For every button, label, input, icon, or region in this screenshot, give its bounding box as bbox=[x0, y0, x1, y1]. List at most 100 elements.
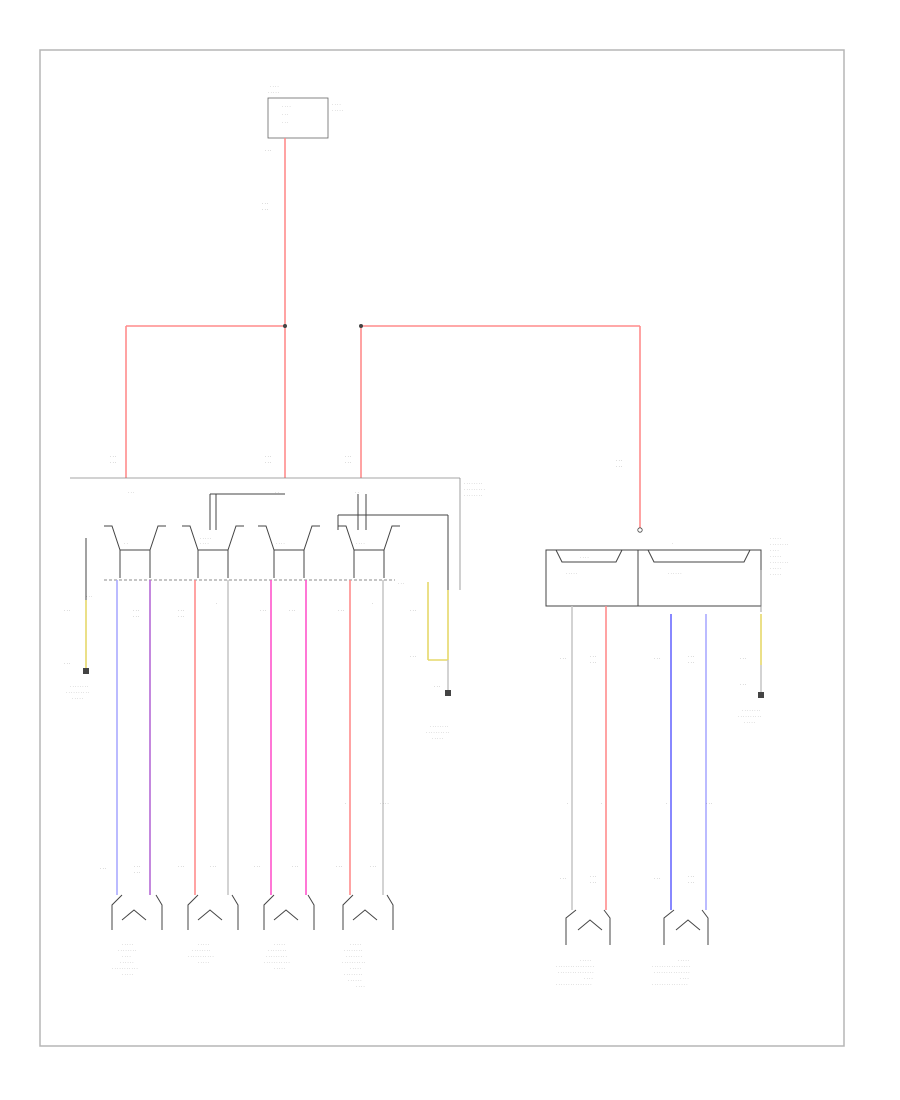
svg-text:· · · · · · · · · · · · · · ·: · · · · · · · · · · · · · · · bbox=[556, 982, 592, 987]
svg-text:· · ·: · · · bbox=[590, 880, 596, 885]
svg-text:· · · ·: · · · · bbox=[276, 541, 285, 546]
right-motor-labels: · · · · · · · · · · · · · · · · · · · · … bbox=[556, 958, 690, 987]
svg-text:·: · bbox=[216, 601, 217, 606]
svg-text:· · · ·: · · · · bbox=[770, 548, 779, 553]
svg-text:· · ·: · · · bbox=[616, 464, 622, 469]
svg-text:· · · · ·: · · · · · bbox=[274, 942, 285, 947]
svg-text:· · · · · · · ·: · · · · · · · · bbox=[464, 481, 482, 486]
svg-text:· · · · ·: · · · · · bbox=[432, 736, 443, 741]
svg-text:· · ·: · · · bbox=[688, 660, 694, 665]
svg-text:· · ·: · · · bbox=[345, 454, 351, 459]
wire-labels-top: · · · · · · · · · · · · · · · · · · · · … bbox=[110, 148, 622, 469]
left-bundle-wires bbox=[85, 580, 449, 895]
svg-text:· · · · · · · ·: · · · · · · · · bbox=[770, 542, 788, 547]
svg-text:· · ·: · · · bbox=[688, 874, 694, 879]
svg-text:· · ·: · · · bbox=[265, 148, 271, 153]
svg-text:· · · · · · · ·: · · · · · · · · bbox=[770, 560, 788, 565]
svg-text:· · ·: · · · bbox=[616, 458, 622, 463]
fuse-box: · · · · · · · · · · · · · · · · · · · · … bbox=[267, 84, 343, 139]
svg-text:· · · · ·: · · · · · bbox=[678, 958, 689, 963]
svg-text:· · ·: · · · bbox=[262, 201, 268, 206]
svg-text:· · · · · · · ·: · · · · · · · · bbox=[464, 493, 482, 498]
svg-text:· · ·: · · · bbox=[254, 864, 260, 869]
svg-text:·: · bbox=[372, 601, 373, 606]
power-feed-wires bbox=[125, 138, 641, 528]
svg-text:· · ·: · · · bbox=[740, 656, 746, 661]
svg-text:· · ·: · · · bbox=[110, 454, 116, 459]
svg-text:· ·: · · bbox=[275, 490, 279, 495]
svg-text:· · ·: · · · bbox=[560, 656, 566, 661]
svg-text:·: · bbox=[601, 801, 602, 806]
svg-text:· · ·: · · · bbox=[740, 682, 746, 687]
svg-text:· · ·: · · · bbox=[128, 490, 134, 495]
svg-text:· · ·: · · · bbox=[133, 608, 139, 613]
svg-text:· · ·: · · · bbox=[265, 454, 271, 459]
svg-text:· · ·: · · · bbox=[590, 654, 596, 659]
svg-text:· · · · · · · · · · · · · · ·: · · · · · · · · · · · · · · · bbox=[654, 970, 690, 975]
ground-symbol-right bbox=[758, 692, 764, 698]
svg-text:· · · · · · · ·: · · · · · · · · bbox=[268, 948, 286, 953]
svg-text:· · ·: · · · bbox=[133, 614, 139, 619]
svg-text:· · · · · · · · · · ·: · · · · · · · · · · · bbox=[264, 960, 290, 965]
svg-text:· · · · ·: · · · · · bbox=[770, 566, 781, 571]
svg-text:· · ·: · · · bbox=[345, 460, 351, 465]
svg-text:· · ·: · · · bbox=[178, 614, 184, 619]
svg-text:· · · · · · · · · ·: · · · · · · · · · · bbox=[738, 714, 761, 719]
svg-text:· · · ·: · · · · bbox=[356, 541, 365, 546]
svg-text:· · · · ·: · · · · · bbox=[332, 108, 343, 113]
svg-text:· · · · ·: · · · · · bbox=[770, 554, 781, 559]
right-seat-switch-assembly: · · · · · · · · · · · · · · · · · · · · … bbox=[545, 527, 788, 612]
svg-text:· · · ·: · · · · bbox=[580, 555, 589, 560]
svg-text:· · ·: · · · bbox=[134, 864, 140, 869]
left-wire-labels: · · · · · · · · · · · · · · · · · · · · … bbox=[64, 601, 440, 875]
svg-text:· · · · · · · · · ·: · · · · · · · · · · bbox=[66, 690, 89, 695]
svg-text:· · · · · · · · · · · · · · ·: · · · · · · · · · · · · · · · · bbox=[652, 964, 690, 969]
svg-text:· · ·: · · · bbox=[370, 864, 376, 869]
left-motors bbox=[111, 894, 394, 930]
svg-text:· · · · ·: · · · · · bbox=[198, 942, 209, 947]
svg-text:· · ·: · · · bbox=[410, 654, 416, 659]
svg-text:· · · · · · · · ·: · · · · · · · · · bbox=[464, 487, 485, 492]
svg-text:· · ·: · · · bbox=[654, 876, 660, 881]
svg-text:· · · · · ·: · · · · · · bbox=[120, 960, 134, 965]
svg-text:· · ·: · · · bbox=[178, 608, 184, 613]
svg-text:· · ·: · · · bbox=[100, 866, 106, 871]
svg-text:· ·: · · bbox=[355, 490, 359, 495]
svg-text:· · · · ·: · · · · · bbox=[770, 536, 781, 541]
ground-symbols-left bbox=[83, 668, 451, 696]
left-motor-labels: · · · · · · · · · · · · · · · · · · · · … bbox=[112, 942, 365, 989]
svg-text:· · · · · · · ·: · · · · · · · · bbox=[344, 948, 362, 953]
svg-text:· · · · · · ·: · · · · · · · bbox=[346, 954, 362, 959]
svg-text:· · · ·: · · · · bbox=[584, 976, 593, 981]
svg-text:· · · · · · · ·: · · · · · · · · bbox=[70, 684, 88, 689]
svg-text:· · ·: · · · bbox=[590, 874, 596, 879]
svg-text:· ·: · · bbox=[124, 541, 128, 546]
svg-text:· · · ·: · · · · bbox=[356, 984, 365, 989]
svg-text:· · ·: · · · bbox=[434, 684, 440, 689]
svg-text:· · · · · · · · · · · · · · ·: · · · · · · · · · · · · · · · bbox=[558, 970, 594, 975]
svg-text:· · ·: · · · bbox=[210, 864, 216, 869]
svg-text:· · · · · · · ·: · · · · · · · · bbox=[118, 948, 136, 953]
svg-text:· · · · ·: · · · · · bbox=[350, 966, 361, 971]
svg-text:· · · ·: · · · · bbox=[122, 954, 131, 959]
svg-text:· · · · ·: · · · · · bbox=[122, 942, 133, 947]
svg-text:· · ·: · · · bbox=[178, 864, 184, 869]
left-seat-switch-assembly: · · · · · · · · · · · · · · · · · · · · … bbox=[70, 477, 485, 600]
svg-text:· · · · · · · ·: · · · · · · · · bbox=[344, 972, 362, 977]
ground-label-right: · · · · · · · · · · · · · · · · · · · · … bbox=[738, 708, 761, 725]
diagram-frame bbox=[39, 49, 845, 1047]
svg-text:· · · · ·: · · · · · bbox=[770, 572, 781, 577]
svg-text:· · ·: · · · bbox=[64, 661, 70, 666]
svg-text:· · · · · · · ·: · · · · · · · · bbox=[430, 724, 448, 729]
right-motors bbox=[565, 909, 709, 945]
svg-text:· · · · · · · · · · · · · · ·: · · · · · · · · · · · · · · · bbox=[652, 982, 688, 987]
svg-text:· · · · · · · ·: · · · · · · · · bbox=[742, 708, 760, 713]
svg-text:· · · ·: · · · · bbox=[380, 801, 389, 806]
svg-text:· · · · · · · · · · ·: · · · · · · · · · · · bbox=[188, 954, 214, 959]
svg-text:·: · bbox=[666, 801, 667, 806]
svg-text:· · · · ·: · · · · · bbox=[200, 536, 211, 541]
svg-text:· · · · · · · · · · · · · · ·: · · · · · · · · · · · · · · · · bbox=[556, 964, 594, 969]
svg-text:· · ·: · · · bbox=[706, 801, 712, 806]
svg-text:· · · · ·: · · · · · bbox=[566, 571, 577, 576]
